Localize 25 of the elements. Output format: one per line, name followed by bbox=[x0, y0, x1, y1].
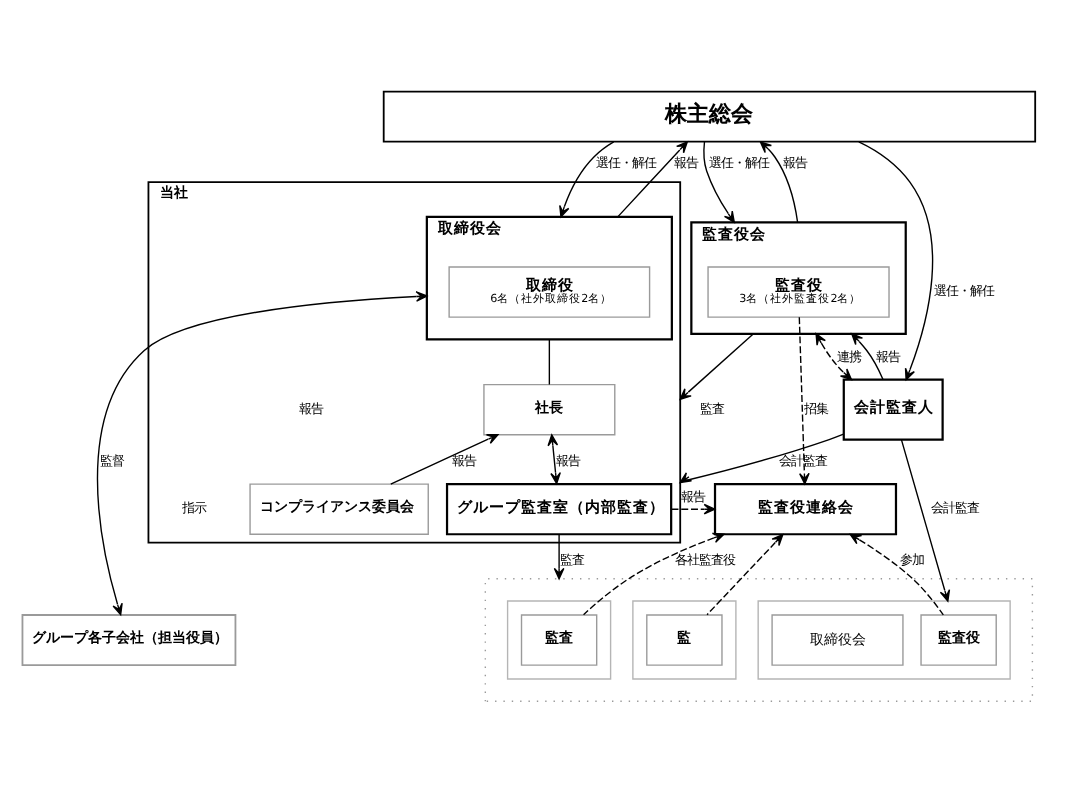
arrow bbox=[900, 438, 951, 601]
arrow bbox=[851, 332, 884, 379]
arrow bbox=[759, 140, 799, 223]
arrow bbox=[390, 433, 499, 484]
cluster bbox=[632, 599, 737, 679]
arrow bbox=[798, 315, 810, 484]
arrow bbox=[617, 140, 688, 217]
arrow bbox=[547, 433, 561, 484]
arrow bbox=[703, 140, 735, 223]
arrow bbox=[679, 332, 755, 400]
connector bbox=[548, 337, 551, 385]
arrow bbox=[858, 140, 934, 380]
arrow bbox=[815, 332, 853, 380]
arrow bbox=[553, 532, 565, 579]
arrow bbox=[679, 432, 845, 483]
arrow bbox=[849, 532, 945, 615]
node-box: 株主総会 bbox=[382, 89, 1037, 142]
arrow bbox=[706, 532, 784, 615]
cluster bbox=[484, 577, 1034, 701]
cluster bbox=[506, 599, 612, 679]
arrow bbox=[559, 140, 615, 217]
cluster bbox=[757, 599, 1011, 679]
arrow bbox=[582, 531, 725, 615]
arrow bbox=[670, 502, 716, 514]
arrow bbox=[96, 290, 428, 615]
